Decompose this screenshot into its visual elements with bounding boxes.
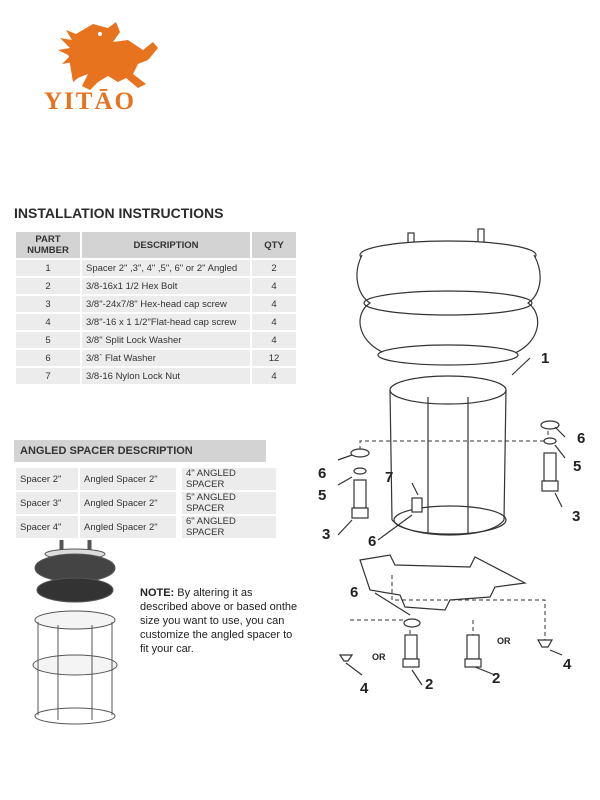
label-7: 7 — [385, 469, 394, 486]
parts-table-header: PART NUMBER DESCRIPTION QTY — [16, 232, 296, 258]
label-or: OR — [372, 652, 386, 662]
exploded-assembly-diagram — [337, 228, 566, 686]
part-number: 6 — [16, 350, 80, 366]
part-number: 1 — [16, 260, 80, 276]
part-qty: 4 — [252, 278, 296, 294]
label-3: 3 — [572, 508, 581, 525]
table-row: 6 3/8` Flat Washer 12 — [16, 350, 296, 366]
spacer-size: Spacer 3" — [16, 492, 78, 514]
angled-spacer-table: Spacer 2" Angled Spacer 2" 4" ANGLED SPA… — [14, 466, 278, 540]
part-description: 3/8-16x1 1/2 Hex Bolt — [82, 278, 250, 294]
spacer-angled: Angled Spacer 2" — [80, 468, 176, 490]
part-number: 5 — [16, 332, 80, 348]
label-6: 6 — [318, 465, 327, 482]
table-row: 2 3/8-16x1 1/2 Hex Bolt 4 — [16, 278, 296, 294]
label-2: 2 — [492, 670, 501, 687]
part-qty: 4 — [252, 314, 296, 330]
lion-icon — [58, 22, 158, 90]
col-part-number: PART NUMBER — [16, 232, 80, 258]
label-6: 6 — [577, 430, 586, 447]
col-qty: QTY — [252, 232, 296, 258]
page-title: INSTALLATION INSTRUCTIONS — [14, 205, 224, 221]
label-6: 6 — [368, 533, 377, 550]
part-number: 4 — [16, 314, 80, 330]
col-description: DESCRIPTION — [82, 232, 250, 258]
note: NOTE: By altering it as described above … — [140, 586, 300, 656]
part-description: 3/8"-16 x 1 1/2"Flat-head cap screw — [82, 314, 250, 330]
part-description: 3/8"-24x7/8" Hex-head cap screw — [82, 296, 250, 312]
note-label: NOTE: — [140, 587, 175, 599]
table-row: 3 3/8"-24x7/8" Hex-head cap screw 4 — [16, 296, 296, 312]
spacer-size: Spacer 2" — [16, 468, 78, 490]
label-4: 4 — [360, 680, 369, 697]
table-row: Spacer 3" Angled Spacer 2" 5" ANGLED SPA… — [16, 492, 276, 514]
part-qty: 4 — [252, 332, 296, 348]
part-description: 3/8" Split Lock Washer — [82, 332, 250, 348]
part-number: 7 — [16, 368, 80, 384]
part-qty: 4 — [252, 296, 296, 312]
label-2: 2 — [425, 676, 434, 693]
part-description: 3/8-16 Nylon Lock Nut — [82, 368, 250, 384]
table-row: 5 3/8" Split Lock Washer 4 — [16, 332, 296, 348]
part-number: 3 — [16, 296, 80, 312]
label-1: 1 — [541, 350, 550, 367]
note-text: By altering it as described above or bas… — [140, 587, 298, 655]
brand-name: YITĀO — [44, 88, 136, 115]
table-row: Spacer 4" Angled Spacer 2" 6" ANGLED SPA… — [16, 516, 276, 538]
label-or: OR — [497, 636, 511, 646]
part-description: Spacer 2" ,3", 4" ,5", 6" or 2" Angled — [82, 260, 250, 276]
label-5: 5 — [573, 458, 582, 475]
parts-table: PART NUMBER DESCRIPTION QTY 1 Spacer 2" … — [14, 230, 298, 386]
table-row: 7 3/8-16 Nylon Lock Nut 4 — [16, 368, 296, 384]
part-qty: 4 — [252, 368, 296, 384]
part-description: 3/8` Flat Washer — [82, 350, 250, 366]
label-6: 6 — [350, 584, 359, 601]
table-row: Spacer 2" Angled Spacer 2" 4" ANGLED SPA… — [16, 468, 276, 490]
part-qty: 12 — [252, 350, 296, 366]
part-qty: 2 — [252, 260, 296, 276]
air-spring-spacer-illustration — [32, 540, 118, 725]
table-row: 4 3/8"-16 x 1 1/2"Flat-head cap screw 4 — [16, 314, 296, 330]
spacer-angled: Angled Spacer 2" — [80, 492, 176, 514]
table-row: 1 Spacer 2" ,3", 4" ,5", 6" or 2" Angled… — [16, 260, 296, 276]
spacer-result: 5" ANGLED SPACER — [182, 492, 276, 514]
spacer-angled: Angled Spacer 2" — [80, 516, 176, 538]
spacer-result: 6" ANGLED SPACER — [182, 516, 276, 538]
angled-spacer-heading: ANGLED SPACER DESCRIPTION — [14, 440, 266, 462]
spacer-result: 4" ANGLED SPACER — [182, 468, 276, 490]
label-5: 5 — [318, 487, 327, 504]
label-3: 3 — [322, 526, 331, 543]
label-4: 4 — [563, 656, 572, 673]
part-number: 2 — [16, 278, 80, 294]
spacer-size: Spacer 4" — [16, 516, 78, 538]
